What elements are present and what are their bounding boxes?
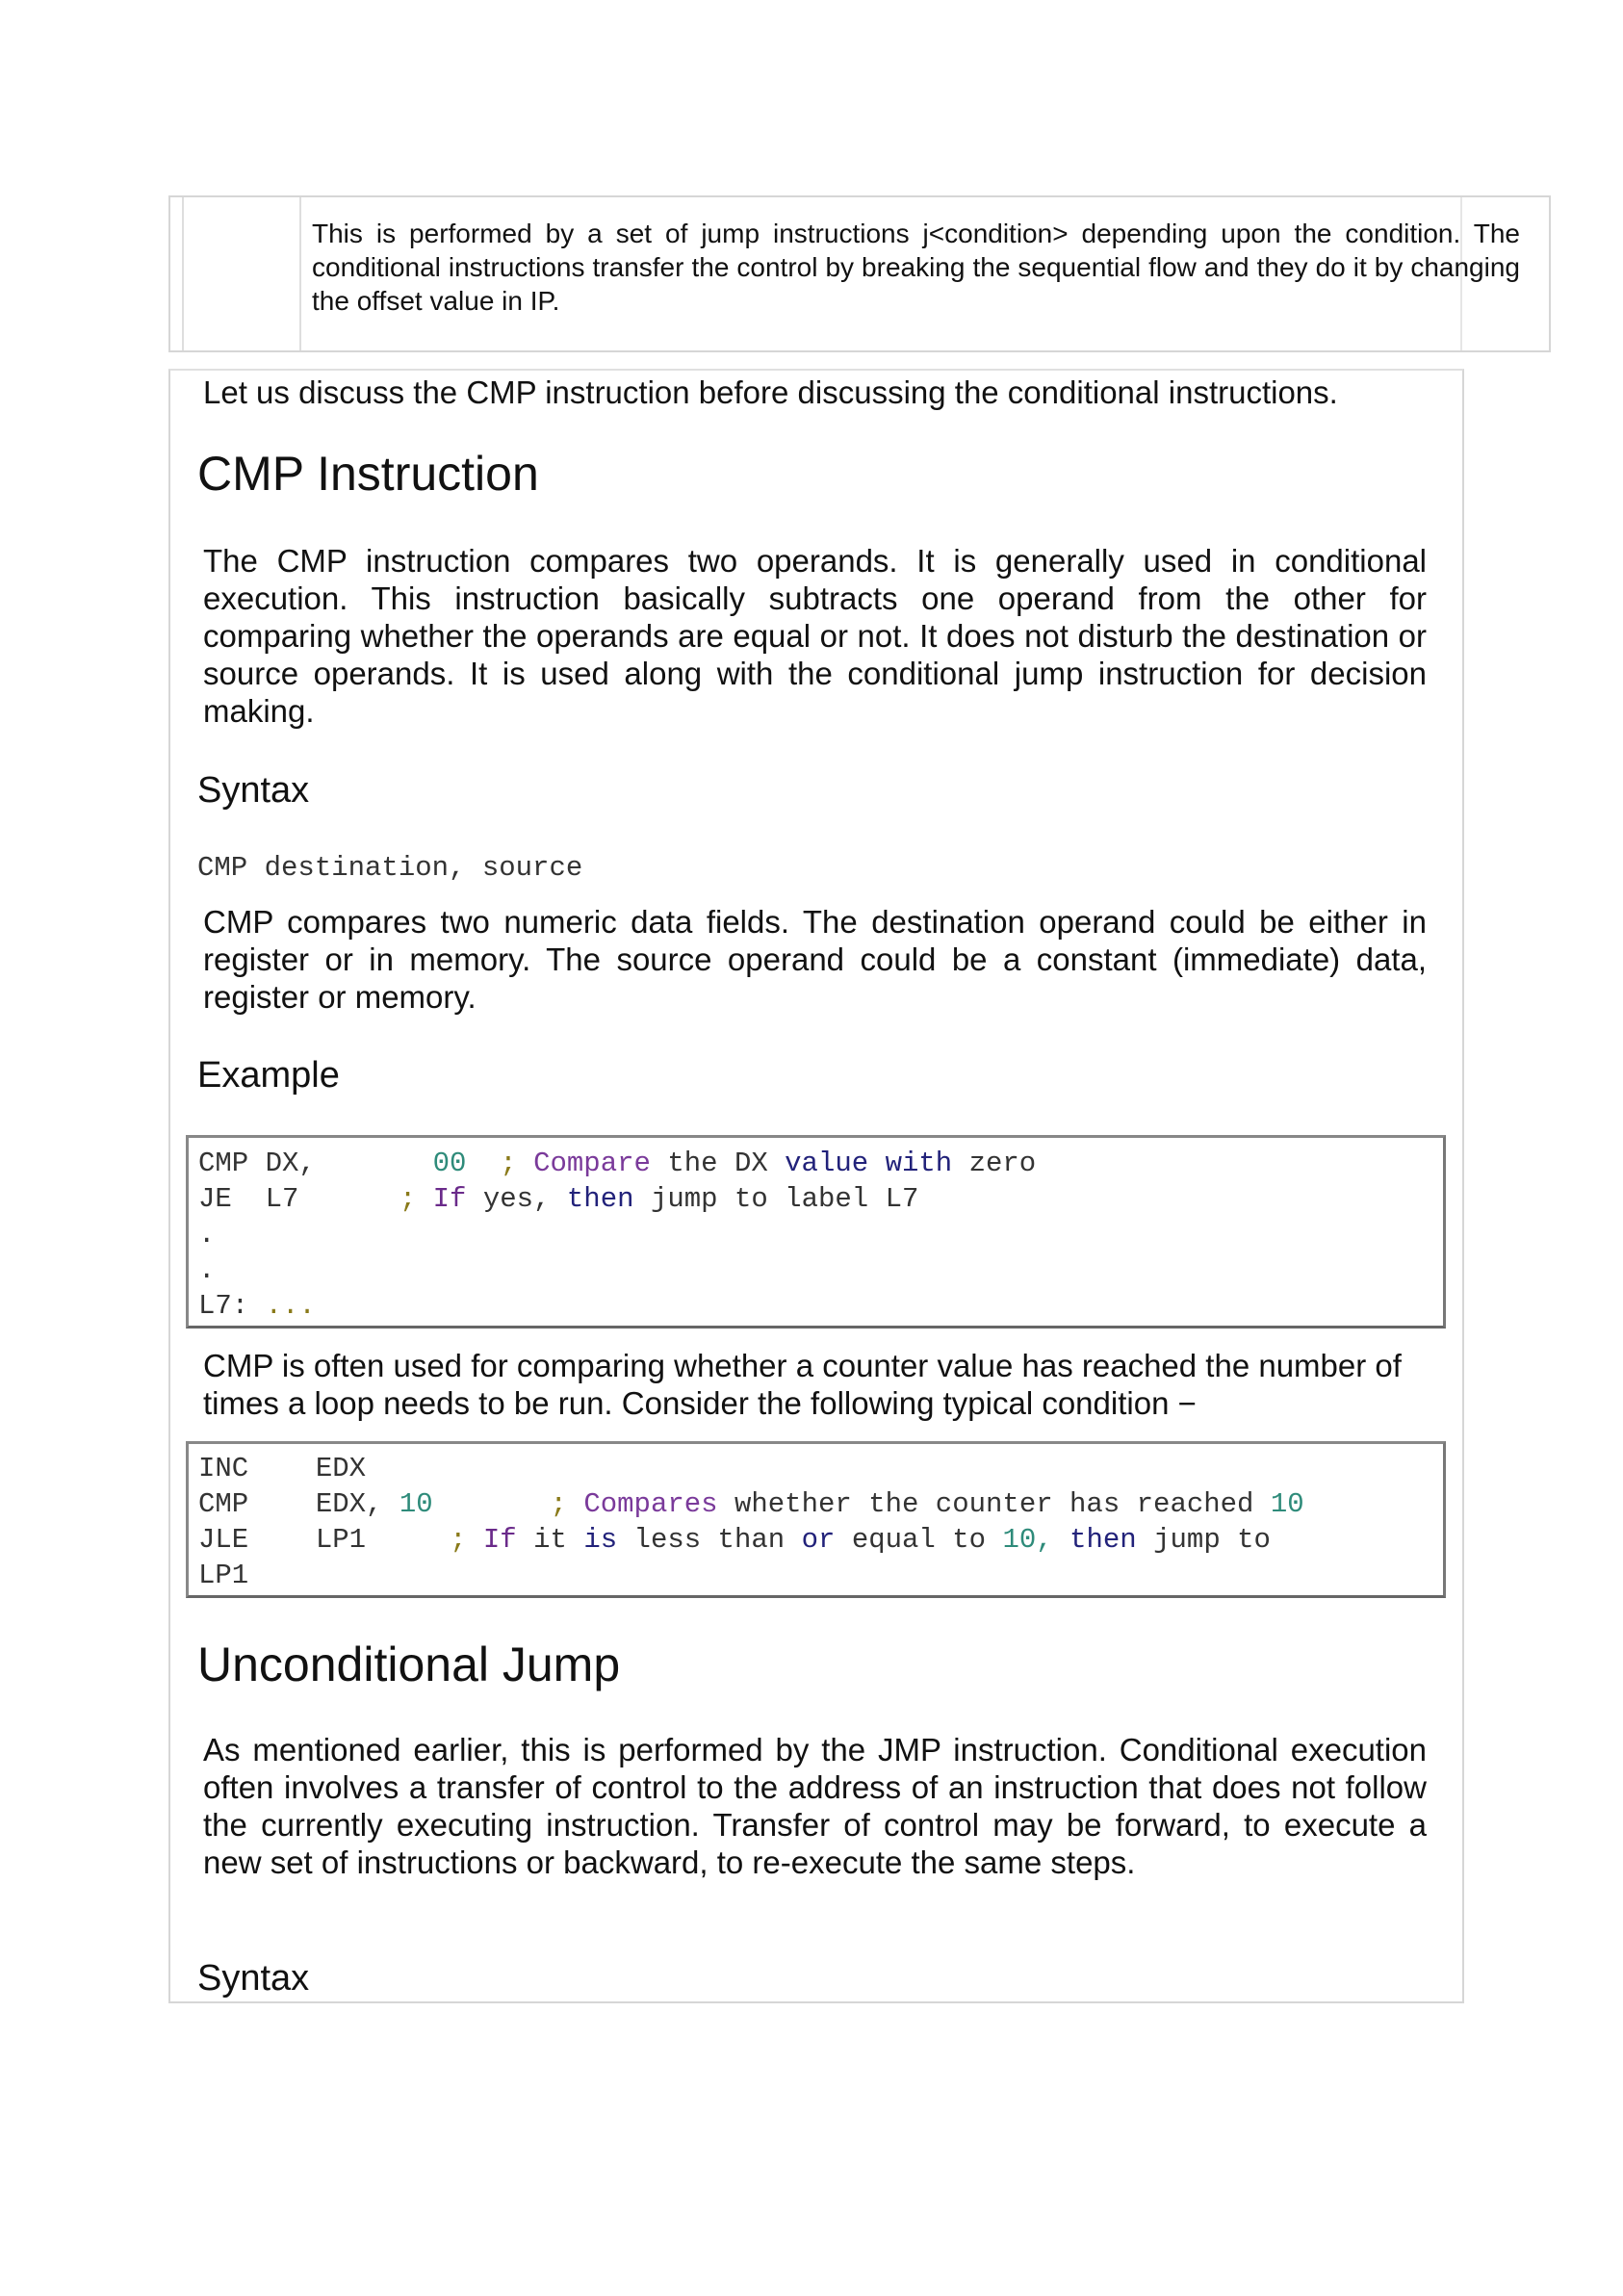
- code-comment: then: [1069, 1524, 1137, 1556]
- code-instruction: JE L7: [198, 1183, 299, 1215]
- code-line: CMP DX, 00 ; Compare the DX value with z…: [198, 1146, 1036, 1181]
- code-instruction: CMP: [198, 1488, 249, 1520]
- code-line: LP1: [198, 1560, 249, 1591]
- top-table-inner: [182, 197, 1549, 350]
- loop-code-block: INC EDX CMP EDX, 10 ; Compares whether t…: [186, 1441, 1446, 1598]
- code-comment: jump to label L7: [650, 1183, 919, 1215]
- cmp-description: The CMP instruction compares two operand…: [203, 543, 1427, 729]
- content-block: [168, 369, 1464, 2003]
- code-comment-marker: ;: [550, 1488, 567, 1520]
- code-comment: If: [482, 1524, 517, 1556]
- code-comment: 10: [1270, 1488, 1304, 1520]
- code-comment: then: [566, 1183, 634, 1215]
- jump-syntax-heading: Syntax: [197, 1958, 310, 1999]
- code-line: L7: ...: [198, 1288, 316, 1324]
- cmp-syntax-description: CMP compares two numeric data fields. Th…: [203, 904, 1427, 1015]
- code-comment: If: [432, 1183, 467, 1215]
- intro-text: Let us discuss the CMP instruction befor…: [203, 374, 1338, 410]
- code-operand: LP1: [315, 1524, 367, 1556]
- code-comment: yes,: [482, 1183, 551, 1215]
- code-comment: value with: [785, 1148, 953, 1179]
- jump-description: As mentioned earlier, this is performed …: [203, 1732, 1427, 1880]
- code-comment: or: [801, 1524, 836, 1556]
- code-comment: whether the counter has reached: [734, 1488, 1254, 1520]
- code-comment: 10,: [1002, 1524, 1053, 1556]
- code-value: 10: [399, 1488, 433, 1520]
- code-label: L7:: [198, 1290, 249, 1322]
- code-line: CMP EDX, 10 ; Compares whether the count…: [198, 1486, 1304, 1522]
- top-table: This is performed by a set of jump instr…: [168, 195, 1551, 352]
- cmp-syntax-code: CMP destination, source: [197, 852, 583, 884]
- code-comment: it: [533, 1524, 567, 1556]
- cmp-example-heading: Example: [197, 1055, 340, 1096]
- code-comment: equal to: [851, 1524, 987, 1556]
- code-operand: EDX,: [315, 1488, 383, 1520]
- cmp-instruction-heading: CMP Instruction: [197, 447, 539, 501]
- code-comment: is: [583, 1524, 618, 1556]
- code-comment: Compare: [533, 1148, 651, 1179]
- code-comment-marker: ;: [450, 1524, 467, 1556]
- cmp-loop-text: CMP is often used for comparing whether …: [203, 1348, 1402, 1421]
- top-table-cell-text: This is performed by a set of jump instr…: [312, 219, 1520, 316]
- code-comment: Compares: [583, 1488, 718, 1520]
- code-line: .: [198, 1254, 216, 1286]
- code-line: INC EDX: [198, 1451, 366, 1486]
- code-instruction: JLE: [198, 1524, 249, 1556]
- code-comment: the DX: [667, 1148, 768, 1179]
- code-comment: zero: [968, 1148, 1037, 1179]
- example-code-block: CMP DX, 00 ; Compare the DX value with z…: [186, 1135, 1446, 1329]
- top-table-right-cell: [1460, 197, 1462, 350]
- code-instruction: INC: [198, 1453, 249, 1484]
- code-line: .: [198, 1219, 216, 1251]
- cmp-syntax-heading: Syntax: [197, 770, 310, 811]
- code-ellipsis: ...: [265, 1290, 316, 1322]
- code-comment: jump to: [1153, 1524, 1271, 1556]
- code-line: JLE LP1 ; If it is less than or equal to…: [198, 1522, 1271, 1558]
- code-operand: EDX: [315, 1453, 367, 1484]
- code-instruction: CMP DX,: [198, 1148, 316, 1179]
- code-line: JE L7 ; If yes, then jump to label L7: [198, 1181, 918, 1217]
- code-value: 00: [432, 1148, 467, 1179]
- code-comment: less than: [633, 1524, 786, 1556]
- top-table-left-cell: [184, 197, 301, 350]
- code-comment-marker: ;: [399, 1183, 417, 1215]
- unconditional-jump-heading: Unconditional Jump: [197, 1638, 621, 1691]
- code-comment-marker: ;: [500, 1148, 517, 1179]
